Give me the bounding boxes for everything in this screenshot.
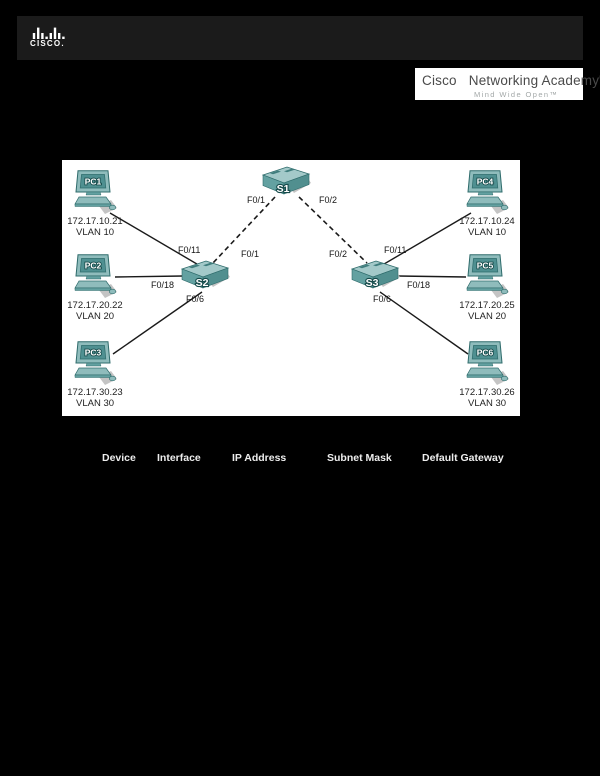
- access-link: [109, 212, 203, 268]
- table-column-header: IP Address: [232, 452, 287, 464]
- pc-shadow: [491, 371, 509, 385]
- access-link: [114, 275, 184, 278]
- pc-shadow: [491, 200, 509, 214]
- port-label: F0/11: [178, 245, 201, 255]
- pc-vlan-label: VLAN 30: [75, 398, 115, 409]
- pc-vlan-label: VLAN 10: [467, 227, 507, 238]
- port-label: F0/6: [373, 294, 392, 304]
- access-link: [397, 275, 467, 278]
- port-label: F0/1: [241, 249, 260, 259]
- pc-node: PC4 172.17.10.24 VLAN 10: [452, 170, 522, 238]
- switch-label: S2: [196, 277, 209, 289]
- diagram-nodes: S1 S2 S3: [62, 160, 520, 416]
- switch-label: S1: [277, 183, 290, 195]
- pc-shadow: [99, 284, 117, 298]
- addressing-table-header: Device Interface IP Address Subnet Mask …: [0, 452, 600, 466]
- cisco-logo: CISCO.: [30, 27, 74, 48]
- pc-ip-label: 172.17.30.23: [67, 387, 123, 398]
- port-label: F0/18: [151, 280, 175, 290]
- pc-vlan-label: VLAN 20: [467, 311, 507, 322]
- port-label: F0/1: [247, 195, 266, 205]
- pc-label: PC6: [477, 348, 494, 358]
- access-link: [379, 291, 469, 355]
- pc-node: PC2 172.17.20.22 VLAN 20: [60, 254, 130, 322]
- pc-icon: PC2: [74, 254, 117, 298]
- topology-diagram: S1 S2 S3: [62, 160, 520, 416]
- pc-icon: PC6: [466, 341, 509, 385]
- pc-ip-label: 172.17.10.21: [67, 216, 123, 227]
- table-column-header: Subnet Mask: [327, 452, 392, 464]
- port-label: F0/6: [186, 294, 205, 304]
- pc-node: PC1 172.17.10.21 VLAN 10: [60, 170, 130, 238]
- table-column-header: Device: [102, 452, 136, 464]
- pc-node: PC6 172.17.30.26 VLAN 30: [452, 341, 522, 409]
- pc-ip-label: 172.17.20.22: [67, 300, 123, 311]
- pc-icon: PC1: [74, 170, 117, 214]
- pc-icon: PC5: [466, 254, 509, 298]
- academy-tagline: Mind Wide Open™: [474, 90, 559, 99]
- table-column-header: Interface: [157, 452, 201, 464]
- port-label: F0/2: [329, 249, 348, 259]
- port-label: F0/18: [407, 280, 431, 290]
- academy-brand: Cisco: [422, 72, 457, 88]
- pc-vlan-label: VLAN 30: [467, 398, 507, 409]
- access-link: [378, 212, 472, 268]
- pc-node: PC5 172.17.20.25 VLAN 20: [452, 254, 522, 322]
- switch-node: S2: [180, 258, 230, 292]
- cisco-bridge-icon: [32, 27, 65, 39]
- pc-vlan-label: VLAN 10: [75, 227, 115, 238]
- pc-label: PC4: [477, 177, 494, 187]
- switch-label: S3: [366, 277, 379, 289]
- trunk-link: [212, 196, 276, 264]
- pc-icon: PC4: [466, 170, 509, 214]
- switch-node: S1: [261, 164, 311, 198]
- pc-shadow: [99, 200, 117, 214]
- cisco-wordmark: CISCO.: [30, 39, 65, 48]
- pc-ip-label: 172.17.20.25: [459, 300, 515, 311]
- access-link: [112, 291, 203, 355]
- pc-ip-label: 172.17.30.26: [459, 387, 515, 398]
- trunk-link: [298, 196, 368, 264]
- pc-label: PC2: [85, 261, 102, 271]
- pc-label: PC3: [85, 348, 102, 358]
- academy-badge-row: Cisco Networking Academy®: [422, 71, 600, 89]
- switch-icon: S2: [180, 260, 230, 290]
- pc-icon: PC3: [74, 341, 117, 385]
- table-column-header: Default Gateway: [422, 452, 504, 464]
- pc-ip-label: 172.17.10.24: [459, 216, 515, 227]
- pc-label: PC1: [85, 177, 102, 187]
- switch-icon: S3: [350, 260, 400, 290]
- pc-node: PC3 172.17.30.23 VLAN 30: [60, 341, 130, 409]
- academy-program-text: Networking Academy: [468, 72, 600, 88]
- cisco-header-band: CISCO.: [17, 16, 583, 60]
- port-label: F0/2: [319, 195, 338, 205]
- academy-program: Networking Academy®: [469, 73, 600, 88]
- pc-shadow: [491, 284, 509, 298]
- switch-icon: S1: [261, 166, 311, 196]
- port-label: F0/11: [384, 245, 407, 255]
- pc-label: PC5: [477, 261, 494, 271]
- networking-academy-badge: Cisco Networking Academy® Mind Wide Open…: [415, 68, 600, 100]
- switch-node: S3: [350, 258, 400, 292]
- pc-shadow: [99, 371, 117, 385]
- pc-vlan-label: VLAN 20: [75, 311, 115, 322]
- network-links: [109, 196, 472, 355]
